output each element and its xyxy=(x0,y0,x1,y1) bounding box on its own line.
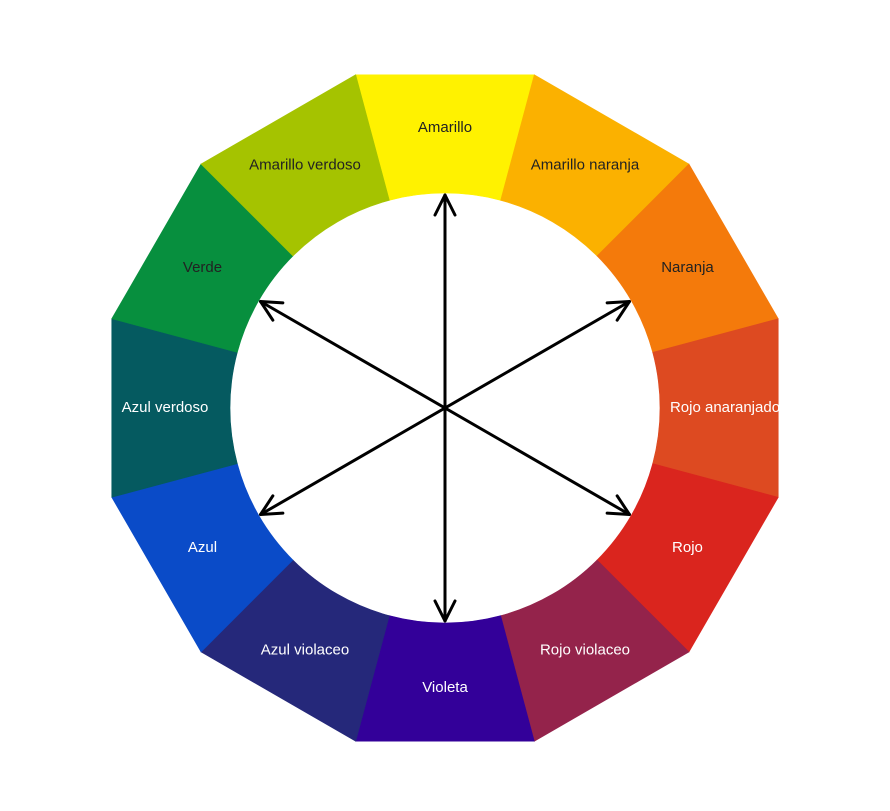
arrow-line-3 xyxy=(259,300,631,516)
segment-label-azul: Azul xyxy=(188,539,217,556)
arrowhead-3-1 xyxy=(605,494,631,516)
segment-label-naranja: Naranja xyxy=(661,259,714,276)
segment-label-violeta: Violeta xyxy=(422,679,468,696)
arrowhead-1-1 xyxy=(433,193,457,217)
segment-label-verde: Verde xyxy=(183,259,222,276)
complementary-arrows xyxy=(259,193,631,623)
segment-label-azul-verdoso: Azul verdoso xyxy=(122,399,209,416)
segment-label-rojo-violaceo: Rojo violaceo xyxy=(540,641,630,658)
arrowhead-3-2 xyxy=(259,300,285,322)
segment-label-rojo-anaranjado: Rojo anaranjado xyxy=(670,399,780,416)
segment-amarillo-verdoso xyxy=(200,74,390,257)
segment-label-amarillo-naranja: Amarillo naranja xyxy=(531,156,640,173)
arrowhead-2-2 xyxy=(259,494,285,516)
segment-label-azul-violaceo: Azul violaceo xyxy=(261,641,349,658)
arrowhead-1-2 xyxy=(433,599,457,623)
segment-label-amarillo: Amarillo xyxy=(418,119,472,136)
segment-label-amarillo-verdoso: Amarillo verdoso xyxy=(249,156,361,173)
arrowhead-2-1 xyxy=(605,300,631,322)
segment-label-rojo: Rojo xyxy=(672,539,703,556)
color-ring xyxy=(111,74,779,742)
